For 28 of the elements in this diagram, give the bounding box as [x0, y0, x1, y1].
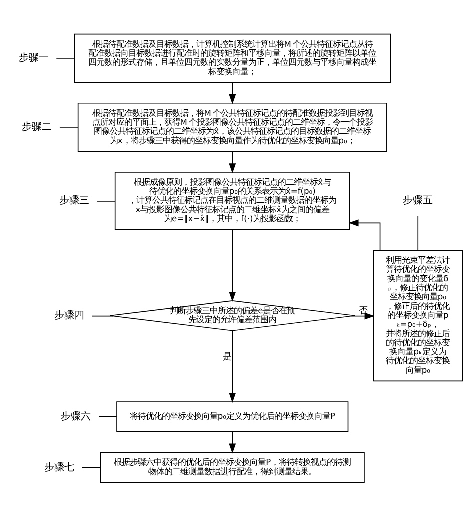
- node-text: 步骤五: [403, 196, 434, 207]
- node-text: 步骤六: [61, 412, 92, 423]
- arrow: [348, 220, 381, 251]
- node-box: 将待优化的坐标变换向量p₀定义为优化后的坐标变换向量P: [116, 402, 349, 432]
- node-box: 利用光束平差法计算待优化的坐标变换向量的变化量δₚ，修正待优化的坐标变换向量p₀，修正后的待优化的坐标变换向量pₖ=p₀+δₚ，并将所述的修正后的待优化的坐标变换向量pₖ定义为待优化的坐标变换向量p₀: [373, 250, 464, 382]
- node-box: 根据成像原则，投影图像公共特征标记点的二维坐标x̂与待优化的坐标变换向量p₀的关系表示为x̂=f(p₀)，计算公共特征标记点在目标视点的二维测量数据的坐标为x与投影图像公共特征标记点的二维坐标x̂为之间的偏差为e=‖x−x̂‖，其中，f(·)为投影函数；: [114, 172, 350, 230]
- node-box: 根据待配准数据及目标数据，计算机控制系统计算出将Mᵢ个公共特征标记点从待配准数据向目标数据进行配准时的旋转矩阵和平移向量，将所述的旋转矩阵以单位四元数的形式存储，且单位四元数的实数分量为正，单位四元数与平移向量构成坐标变换向量；: [74, 34, 392, 83]
- connector: [96, 201, 116, 202]
- connector: [56, 58, 75, 59]
- arrow: [229, 432, 236, 454]
- node-text: 步骤一: [18, 53, 49, 64]
- node-text: 步骤四: [54, 310, 85, 322]
- node-text: 步骤三: [60, 196, 90, 207]
- arrow: [229, 152, 236, 174]
- connector: [418, 216, 419, 251]
- arrow: [229, 82, 236, 104]
- node-text: 步骤七: [44, 462, 75, 474]
- node-box: 根据待配准数据及目标数据，将Mᵢ个公共特征标记点的待配准数据投影到目标视点所对应的平面上，获得Mᵢ个投影图像公共特征标记点的二维坐标，令一个投影图像公共特征标记点的二维坐标为x̂，该公共特征标记点的目标数据的二维坐标为x，将步骤三中获得的坐标变换向量作为待优化的坐标变换向量p₀；: [78, 102, 388, 152]
- arrow: [229, 330, 236, 403]
- connector: [82, 467, 101, 468]
- arrow: [351, 312, 375, 320]
- arrow: [229, 230, 236, 302]
- connector: [98, 416, 118, 418]
- connector: [60, 127, 78, 128]
- edge-label: 是: [223, 352, 232, 363]
- connector: [92, 316, 114, 317]
- node-box: 根据步骤六中获得的优化后的坐标变换向量P，将待转换视点的待测物体的二维测量数据进行配准，得到测量结果。: [100, 452, 365, 484]
- node-text: 步骤二: [22, 122, 52, 134]
